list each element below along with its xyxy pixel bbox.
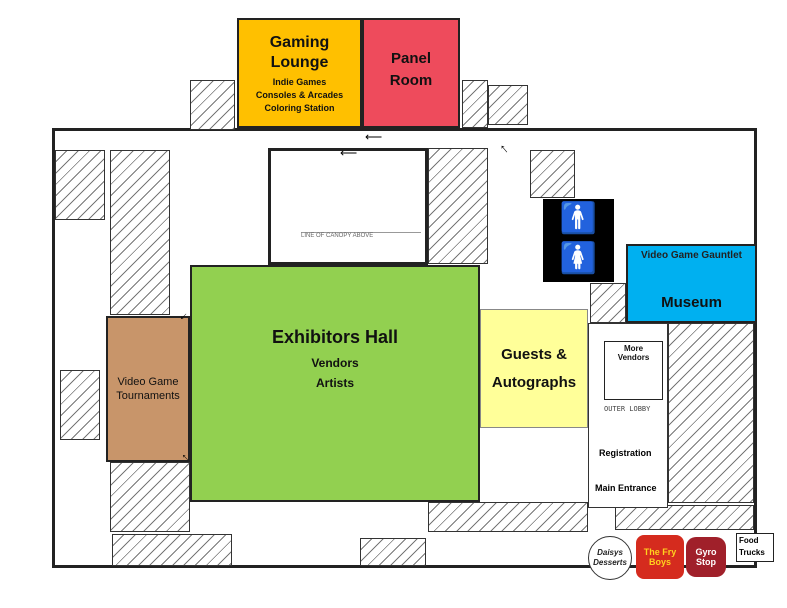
gaming-lounge-item: Indie Games [272, 77, 327, 87]
hatched-area [60, 370, 100, 440]
hatched-area [668, 323, 754, 503]
outer-lobby-label: OUTER LOBBY [604, 405, 651, 413]
hatched-area [360, 538, 426, 566]
more-vendors-title: More Vendors [617, 344, 650, 362]
hatched-area [590, 283, 626, 323]
hatched-area [190, 80, 235, 130]
exhibitors-hall-item: Vendors [311, 356, 359, 370]
museum-title: Museum [661, 294, 722, 311]
hatched-area [488, 85, 528, 125]
central-hall: LINE OF CANOPY ABOVE [268, 148, 428, 265]
canopy-label: LINE OF CANOPY ABOVE [301, 232, 421, 239]
exhibitors-hall-title: Exhibitors Hall [271, 327, 399, 347]
video-game-tournaments[interactable]: Video Game Tournaments [106, 316, 190, 462]
gaming-lounge-title: Gaming Lounge [269, 34, 330, 71]
the-fry-boys-logo: The Fry Boys [636, 535, 684, 579]
panel-room[interactable]: Panel Room [362, 18, 460, 128]
exhibitors-hall[interactable]: Exhibitors Hall Vendors Artists [190, 265, 480, 502]
more-vendors[interactable]: More Vendors [604, 341, 663, 400]
restroom-icon: 🚹🚺 [543, 199, 614, 282]
food-trucks-label: Food Trucks [736, 533, 774, 562]
hatched-area [428, 502, 588, 532]
daisys-desserts-logo: Daisys Desserts [588, 536, 632, 580]
museum-subtitle: Video Game Gauntlet [641, 250, 742, 261]
hatched-area [462, 80, 488, 128]
gyro-stop-logo: Gyro Stop [686, 537, 726, 577]
hatched-area [110, 150, 170, 315]
registration-label: Registration [599, 448, 652, 458]
guests-autographs[interactable]: Guests & Autographs [480, 309, 588, 428]
daisys-desserts-text: Daisys Desserts [593, 548, 627, 567]
hatched-area [615, 505, 754, 530]
hatched-area [55, 150, 105, 220]
hatched-area [530, 150, 575, 198]
hatched-area [110, 462, 190, 532]
gaming-lounge-item: Coloring Station [264, 103, 335, 113]
exhibitors-hall-item: Artists [315, 376, 354, 390]
arrow-left-icon: ⟵ [365, 130, 383, 144]
hatched-area [112, 534, 232, 566]
arrow-left-icon: ⟵ [340, 146, 358, 160]
guests-title: Guests & Autographs [491, 345, 577, 391]
main-entrance-label[interactable]: Main Entrance [595, 483, 657, 493]
gyro-stop-text: Gyro Stop [695, 547, 717, 567]
gaming-lounge-item: Consoles & Arcades [255, 90, 344, 100]
tournaments-title: Video Game Tournaments [116, 376, 180, 402]
panel-room-title: Panel Room [389, 50, 433, 89]
museum[interactable]: Video Game Gauntlet Museum [626, 244, 757, 323]
the-fry-boys-text: The Fry Boys [643, 547, 677, 567]
hatched-area [428, 148, 488, 264]
gaming-lounge[interactable]: Gaming Lounge Indie Games Consoles & Arc… [237, 18, 362, 128]
